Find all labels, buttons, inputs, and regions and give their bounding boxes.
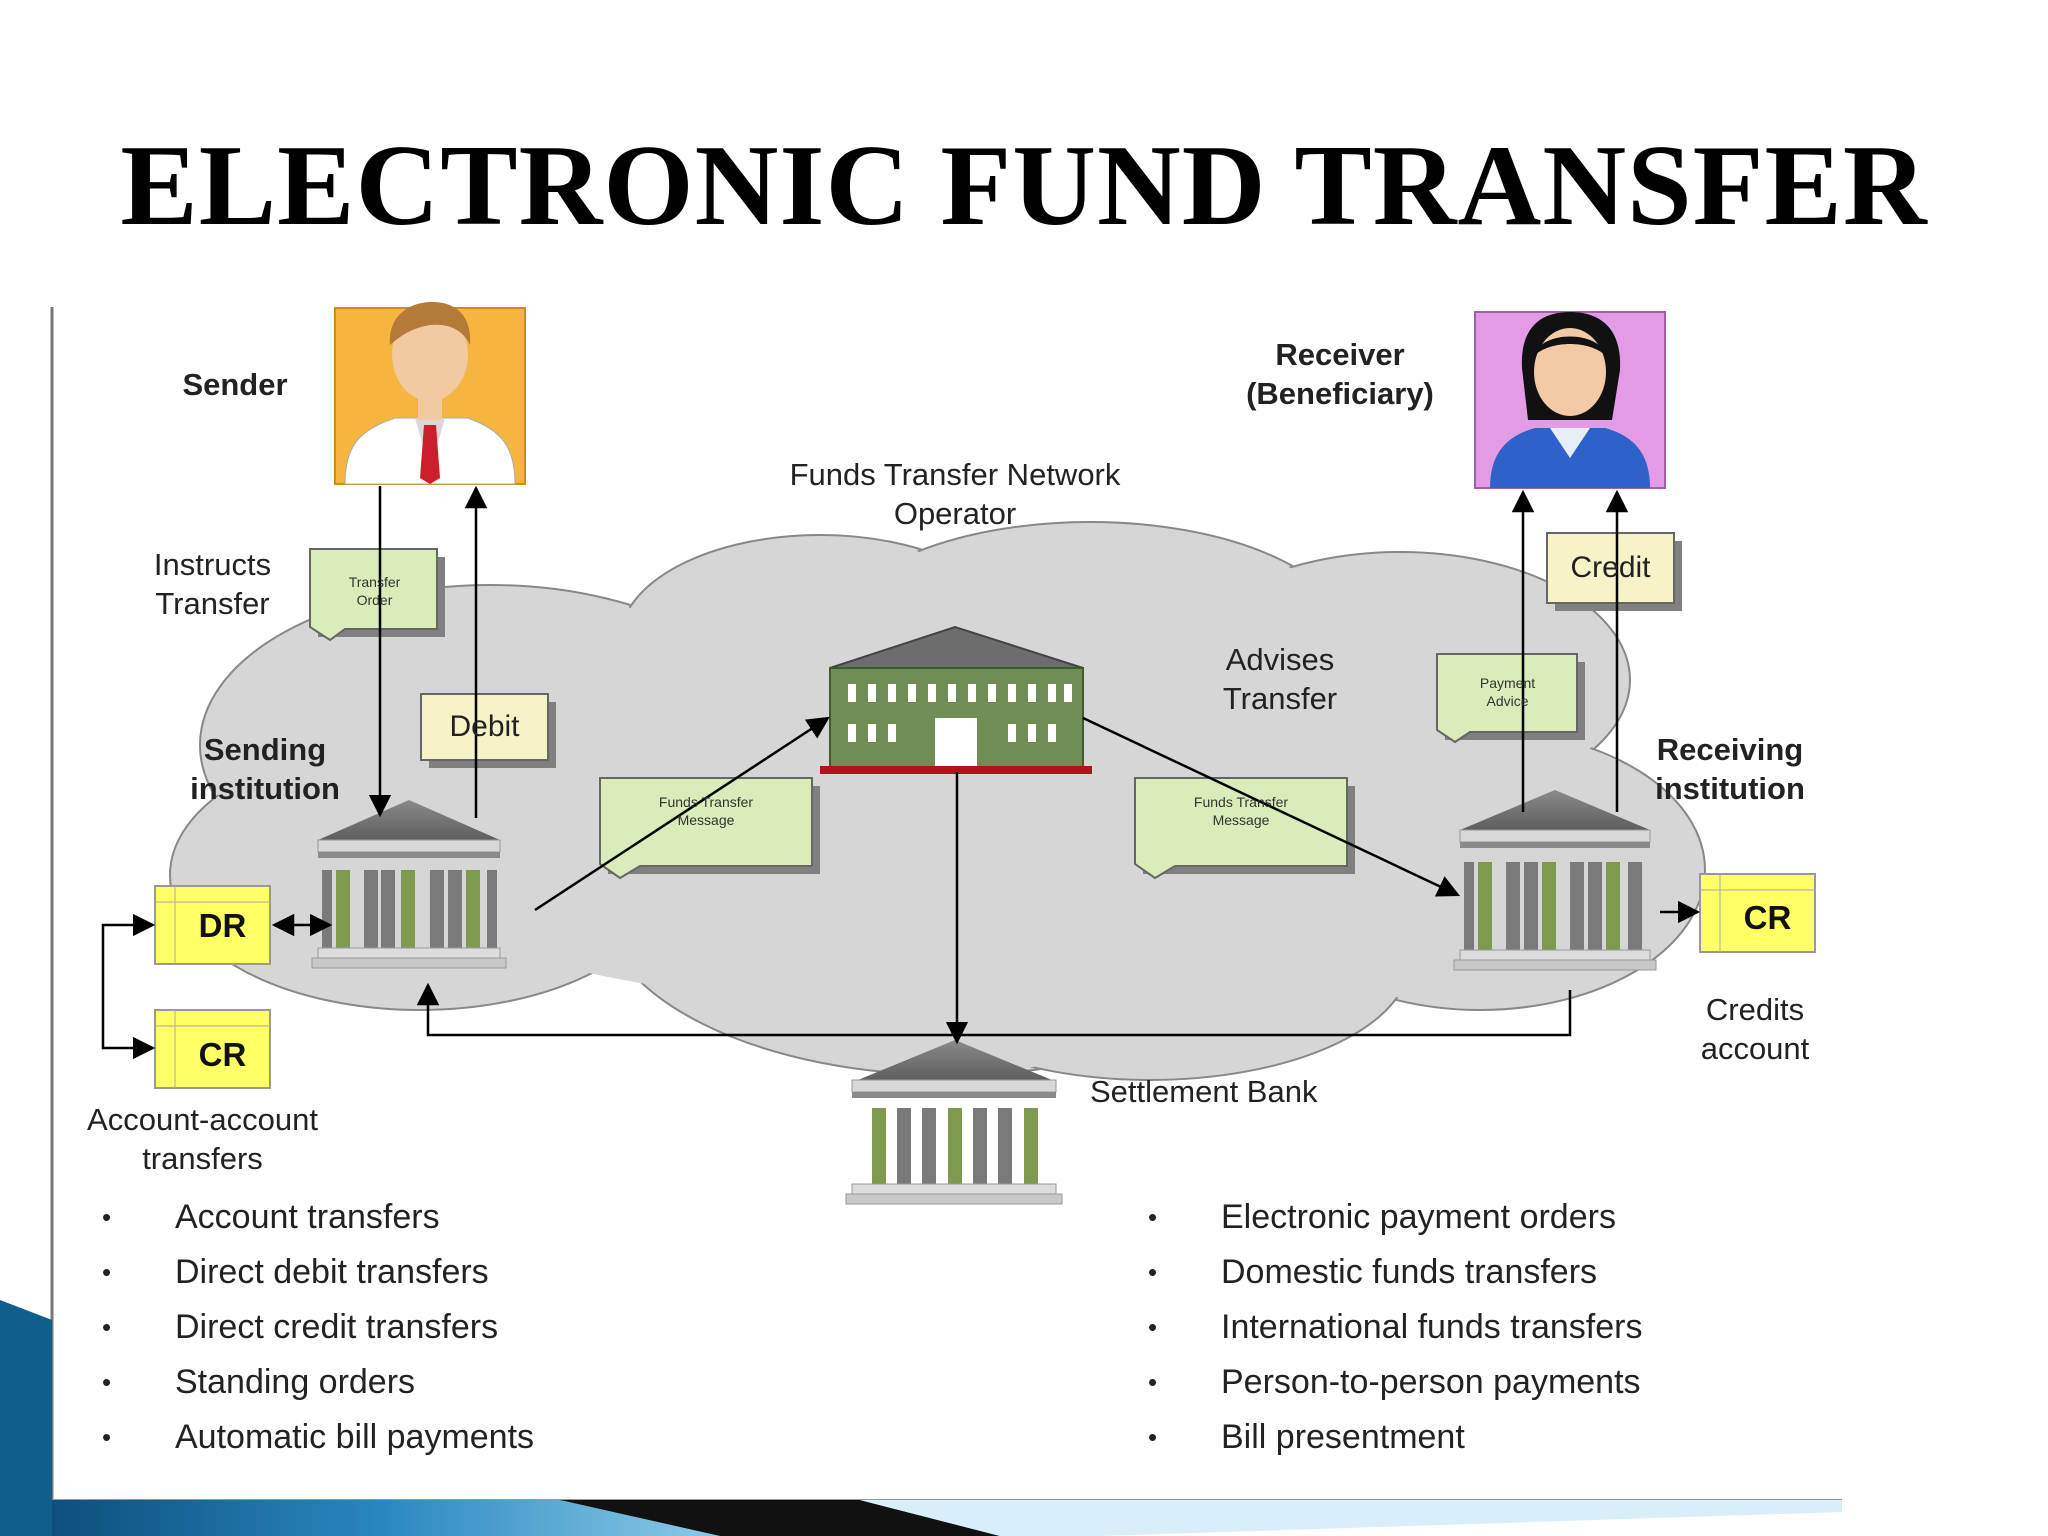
- list-item: Bill presentment: [1148, 1410, 1642, 1465]
- receiver-person-icon: [1474, 311, 1666, 489]
- flow-arrows: [101, 485, 1701, 1060]
- list-item: Account transfers: [102, 1190, 534, 1245]
- debit-label: Debit: [449, 710, 520, 743]
- payment-advice-note: [1436, 653, 1585, 744]
- cr-label-right: CR: [1743, 899, 1792, 936]
- list-item: Automatic bill payments: [102, 1410, 534, 1465]
- dr-label: DR: [198, 907, 247, 944]
- bullet-list-left: Account transfers Direct debit transfers…: [102, 1190, 534, 1465]
- sender-label: Sender: [182, 367, 288, 402]
- cr-label-left: CR: [198, 1036, 247, 1073]
- transfer-order-note: [309, 548, 445, 642]
- credit-note: [1546, 532, 1682, 611]
- list-item: Electronic payment orders: [1148, 1190, 1642, 1245]
- cr-account-box-left: [154, 1009, 271, 1089]
- slide-accent-decoration: [0, 1300, 1842, 1536]
- credit-label: Credit: [1570, 551, 1651, 584]
- list-item: Direct debit transfers: [102, 1245, 534, 1300]
- sender-person-icon: [334, 302, 526, 485]
- list-item: Direct credit transfers: [102, 1300, 534, 1355]
- settlement-bank-label: Settlement Bank: [1090, 1074, 1318, 1109]
- list-item: Person-to-person payments: [1148, 1355, 1642, 1410]
- list-item: Standing orders: [102, 1355, 534, 1410]
- list-item: Domestic funds transfers: [1148, 1245, 1642, 1300]
- list-item: International funds transfers: [1148, 1300, 1642, 1355]
- sending-institution-building-icon: [311, 800, 507, 969]
- bullet-list-right: Electronic payment orders Domestic funds…: [1148, 1190, 1642, 1465]
- funds-transfer-message-note-left: [599, 777, 820, 880]
- debit-note: [420, 693, 556, 768]
- settlement-bank-building-icon: [845, 1040, 1063, 1205]
- slide-title: ELECTRONIC FUND TRANSFER: [120, 122, 1928, 250]
- network-operator-building-icon: [820, 625, 1092, 774]
- receiver-label: Receiver(Beneficiary): [1246, 337, 1434, 411]
- receiving-institution-building-icon: [1453, 790, 1657, 971]
